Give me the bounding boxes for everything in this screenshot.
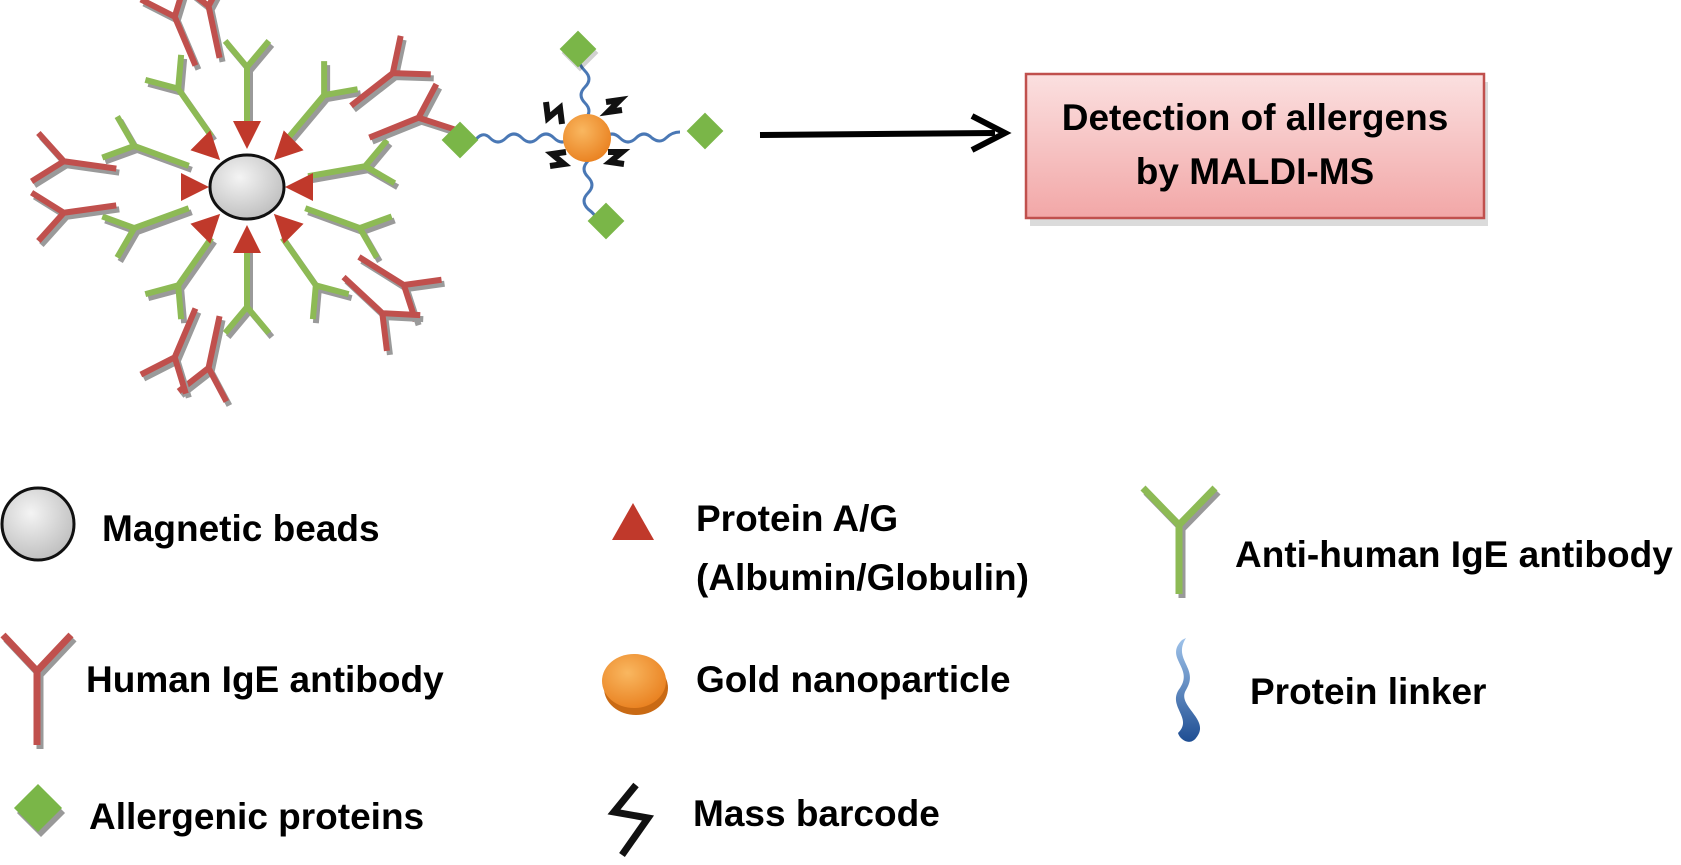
result-line-1: Detection of allergens — [1062, 97, 1449, 138]
mass-barcode-bl — [544, 149, 572, 169]
mass-barcode-tr — [599, 95, 629, 117]
human-ige-arm-6 — [176, 315, 233, 407]
legend-protein-ag: Protein A/G (Albumin/Globulin) — [612, 498, 1029, 598]
mass-barcode-br — [602, 149, 631, 167]
legend-magnetic-beads: Magnetic beads — [0, 486, 380, 562]
legend-anti-human-ige-label: Anti-human IgE antibody — [1235, 534, 1673, 575]
human-ige-arm-5 — [341, 274, 424, 356]
gold-nanoparticle — [563, 114, 611, 162]
human-ige-icon — [0, 632, 77, 749]
gold-nanoparticle-icon — [602, 654, 666, 708]
allergenic-protein-icon — [13, 783, 63, 833]
protein-ag-triangle-7 — [181, 173, 209, 201]
detection-result-box: Detection of allergens by MALDI-MS — [1024, 72, 1488, 226]
human-ige-arm-7 — [139, 307, 202, 399]
mass-barcode-tl — [543, 101, 565, 125]
protein-ag-triangle-5 — [233, 225, 261, 253]
allergenic-protein-left — [441, 121, 479, 159]
anti-human-ige-arm-7 — [144, 236, 217, 324]
protein-ag-ring — [181, 121, 313, 253]
human-ige-arm-2 — [349, 35, 434, 113]
protein-linker-icon — [1175, 638, 1201, 742]
human-ige-arm-9 — [29, 131, 120, 188]
protein-ag-triangle-2 — [273, 130, 304, 161]
legend-allergenic-proteins-label: Allergenic proteins — [89, 796, 424, 837]
legend-mass-barcode-label: Mass barcode — [693, 793, 940, 834]
anti-human-ige-icon — [1140, 485, 1221, 598]
gold-nanoparticle-probe — [441, 30, 724, 240]
legend-human-ige: Human IgE antibody — [0, 632, 444, 749]
protein-ag-icon — [612, 503, 654, 540]
legend-protein-ag-label-1: Protein A/G — [696, 498, 898, 539]
antibody-arms — [29, 0, 459, 407]
allergenic-protein-bottom — [587, 202, 625, 240]
legend-mass-barcode: Mass barcode — [607, 782, 940, 858]
anti-human-ige-arm-9 — [101, 115, 193, 173]
protein-ag-triangle-8 — [190, 130, 221, 161]
protein-ag-triangle-3 — [285, 173, 313, 201]
human-ige-arm-10 — [139, 0, 202, 71]
protein-ag-triangle-4 — [273, 213, 304, 244]
anti-human-ige-arm-6 — [222, 249, 275, 339]
human-ige-arm-8 — [29, 190, 120, 247]
anti-human-ige-arm-2 — [284, 61, 362, 146]
arrow-to-detection — [759, 113, 1012, 153]
anti-human-ige-arm-1 — [222, 39, 275, 129]
legend-allergenic-proteins: Allergenic proteins — [13, 783, 424, 838]
allergenic-protein-top — [559, 30, 599, 72]
anti-human-ige-arm-3 — [307, 138, 400, 190]
human-ige-arm-1 — [193, 0, 226, 63]
result-line-2: by MALDI-MS — [1136, 151, 1374, 192]
protein-ag-triangle-1 — [233, 121, 261, 149]
legend-gold-nanoparticle: Gold nanoparticle — [602, 654, 1011, 715]
magnetic-bead — [208, 153, 286, 221]
bead-complex — [29, 0, 459, 407]
mass-barcode-icon — [607, 782, 655, 858]
legend-protein-linker-label: Protein linker — [1250, 671, 1486, 712]
anti-human-ige-arm-8 — [101, 205, 193, 263]
allergenic-protein-right — [686, 112, 724, 150]
legend-protein-linker: Protein linker — [1175, 638, 1486, 742]
legend-human-ige-label: Human IgE antibody — [86, 659, 444, 700]
legend-protein-ag-label-2: (Albumin/Globulin) — [696, 557, 1029, 598]
protein-linker-right — [602, 130, 681, 144]
legend: Magnetic beads Protein A/G (Albumin/Glob… — [0, 485, 1673, 858]
legend-gold-nanoparticle-label: Gold nanoparticle — [696, 659, 1011, 700]
anti-human-ige-arm-4 — [304, 205, 396, 263]
legend-magnetic-beads-label: Magnetic beads — [102, 508, 380, 549]
protein-ag-triangle-6 — [190, 213, 221, 244]
human-ige-arm-3 — [368, 82, 459, 145]
anti-human-ige-arm-10 — [144, 54, 217, 142]
legend-anti-human-ige: Anti-human IgE antibody — [1140, 485, 1673, 598]
magnetic-bead-icon — [0, 486, 76, 562]
anti-human-ige-arm-5 — [280, 236, 353, 324]
